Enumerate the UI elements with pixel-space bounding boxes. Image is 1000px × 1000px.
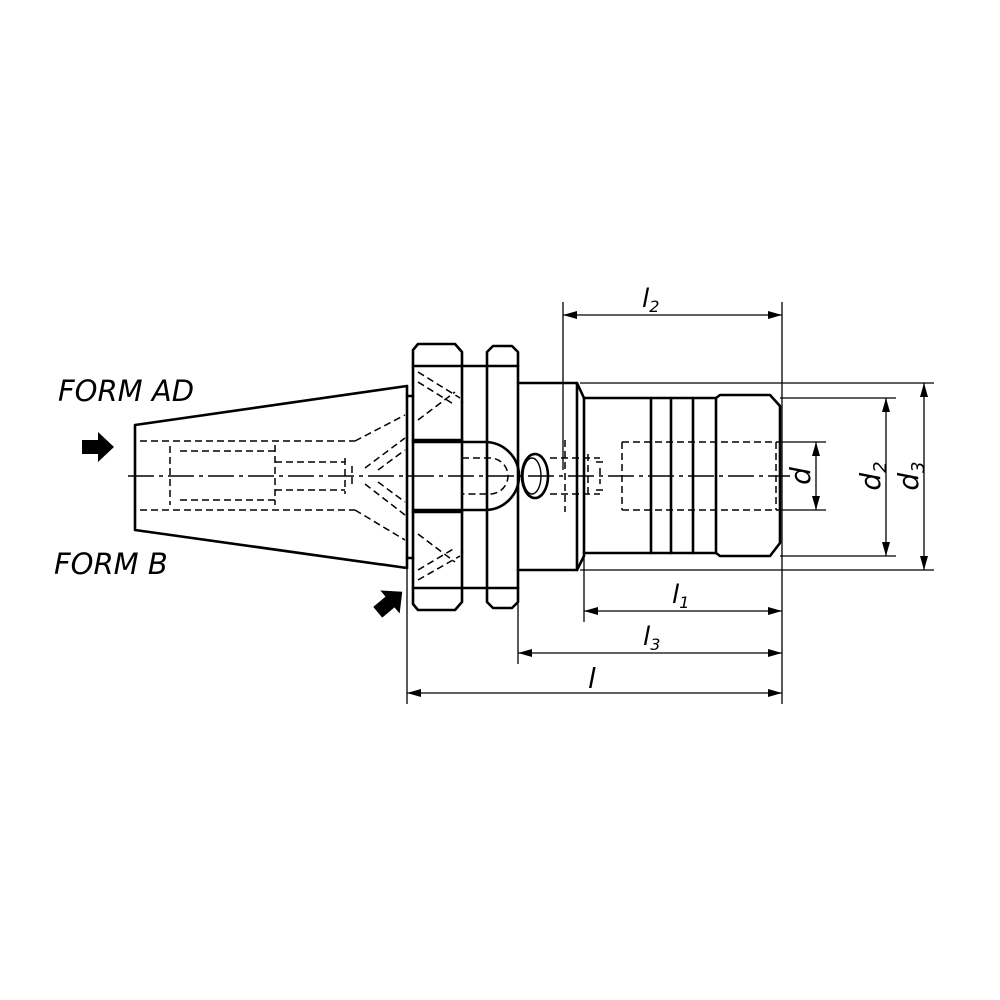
dim-label-l: l <box>588 662 596 695</box>
taper-bore-hidden-lines <box>140 414 406 541</box>
taper-shank <box>133 384 409 570</box>
dimension-l1 <box>583 556 782 622</box>
dimension-d2 <box>780 397 896 557</box>
dimension-l2 <box>562 302 783 704</box>
dim-label-l3: l3 <box>643 622 660 654</box>
dimension-l <box>406 568 782 704</box>
flange-neck <box>460 364 489 590</box>
dimension-d3 <box>580 382 934 571</box>
dimension-d <box>780 441 826 511</box>
label-form-b: FORM B <box>54 547 168 581</box>
dim-label-l1: l1 <box>672 580 689 612</box>
body <box>516 381 586 572</box>
pull-stud-bore <box>411 440 521 512</box>
dim-label-d2: d2 <box>854 461 891 490</box>
clamping-sleeve <box>582 393 782 558</box>
arrow-diagonal-icon <box>373 590 403 618</box>
dim-label-l2: l2 <box>642 284 659 316</box>
dim-label-d: d <box>784 467 817 485</box>
flange-right <box>485 344 520 610</box>
flange-left <box>405 342 464 612</box>
body-bore-hidden-lines <box>550 440 606 512</box>
arrow-right-icon <box>82 432 114 462</box>
dimension-l3 <box>517 570 782 664</box>
dim-label-d3: d3 <box>892 461 929 490</box>
clamp-screw <box>520 452 550 500</box>
label-form-ad: FORM AD <box>58 374 194 408</box>
